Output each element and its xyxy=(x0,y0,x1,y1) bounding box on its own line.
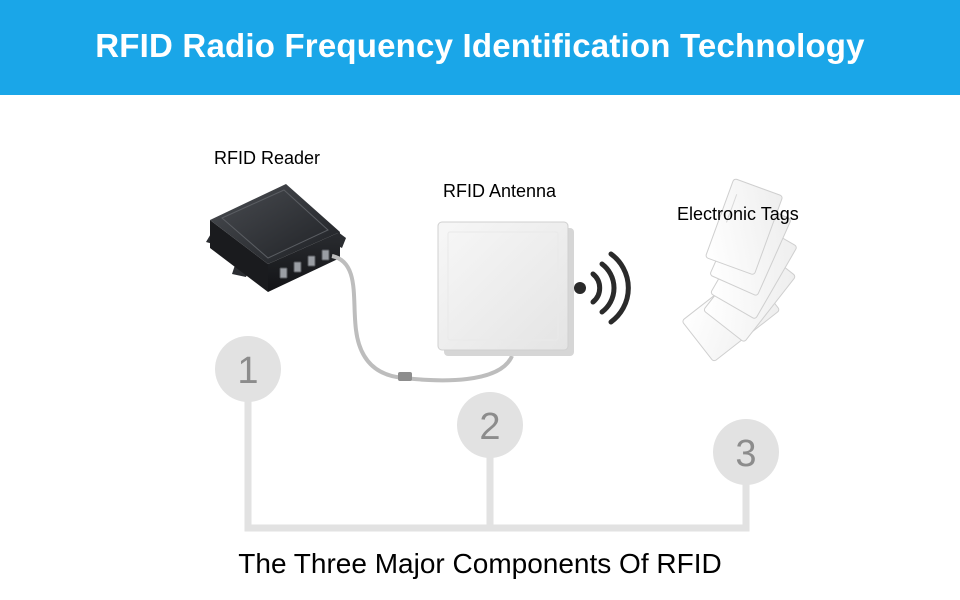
rfid-reader-icon xyxy=(206,184,514,383)
connector-lines xyxy=(244,396,750,532)
rfid-antenna-icon xyxy=(437,221,574,356)
label-rfid-reader: RFID Reader xyxy=(214,148,321,168)
page-title: RFID Radio Frequency Identification Tech… xyxy=(95,26,865,64)
number-badge-2: 2 xyxy=(457,392,523,458)
header-banner: RFID Radio Frequency Identification Tech… xyxy=(0,0,960,95)
label-electronic-tags: Electronic Tags xyxy=(677,204,799,224)
number-3: 3 xyxy=(735,433,756,475)
electronic-tags-icon xyxy=(682,178,797,362)
number-1: 1 xyxy=(237,350,258,392)
number-badge-3: 3 xyxy=(713,419,779,485)
diagram-caption: The Three Major Components Of RFID xyxy=(238,548,722,579)
number-badge-1: 1 xyxy=(215,336,281,402)
wireless-signal-icon xyxy=(574,251,631,325)
number-2: 2 xyxy=(479,406,500,448)
label-rfid-antenna: RFID Antenna xyxy=(443,181,557,201)
